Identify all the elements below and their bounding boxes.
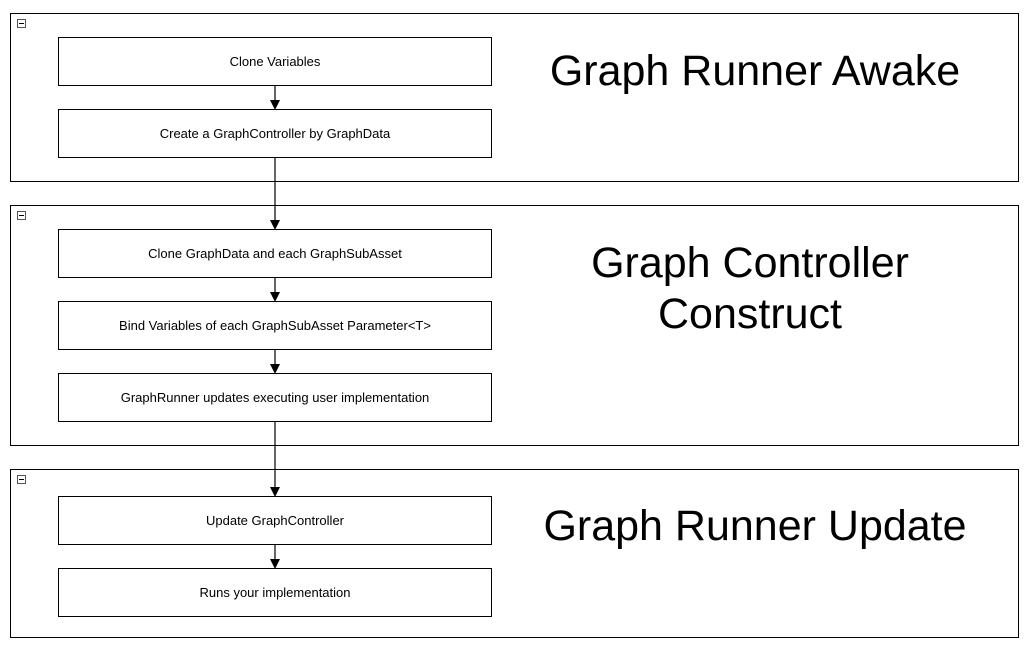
collapse-toggle-icon[interactable]	[17, 19, 26, 28]
step-create-graphcontroller: Create a GraphController by GraphData	[58, 109, 492, 158]
step-graphrunner-updates: GraphRunner updates executing user imple…	[58, 373, 492, 422]
group-title-line: Construct	[657, 290, 842, 338]
group-title-graph-runner-awake: Graph Runner Awake	[520, 46, 990, 97]
group-title-line: Graph Controller	[591, 239, 909, 287]
step-clone-graphdata: Clone GraphData and each GraphSubAsset	[58, 229, 492, 278]
step-bind-variables: Bind Variables of each GraphSubAsset Par…	[58, 301, 492, 350]
group-title-line: Graph Runner Update	[543, 502, 967, 550]
step-update-graphcontroller: Update GraphController	[58, 496, 492, 545]
group-title-graph-controller-construct: Graph Controller Construct	[520, 238, 980, 340]
step-runs-your-implementation: Runs your implementation	[58, 568, 492, 617]
group-title-graph-runner-update: Graph Runner Update	[520, 501, 990, 552]
collapse-toggle-icon[interactable]	[17, 211, 26, 220]
step-clone-variables: Clone Variables	[58, 37, 492, 86]
collapse-toggle-icon[interactable]	[17, 475, 26, 484]
group-title-line: Graph Runner Awake	[549, 47, 961, 95]
